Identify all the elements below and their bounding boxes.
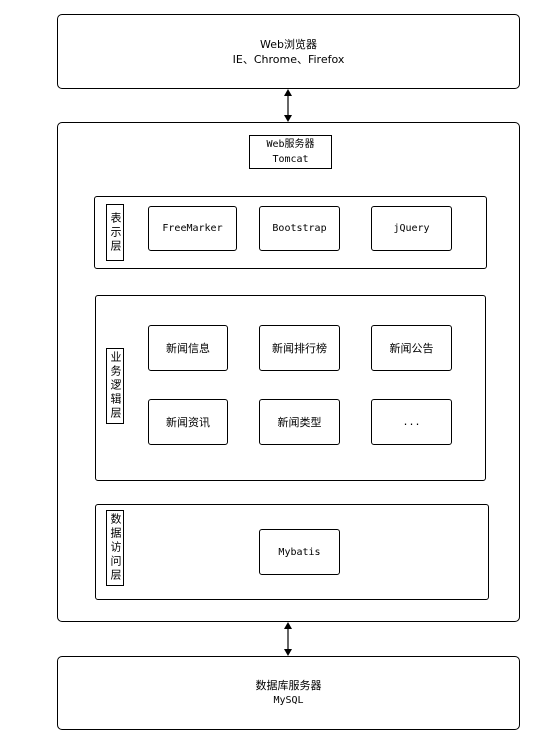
- jquery-box: jQuery: [371, 206, 452, 251]
- mybatis-box: Mybatis: [259, 529, 340, 575]
- more-box: ...: [371, 399, 452, 445]
- more-label: ...: [402, 416, 421, 428]
- browser-server-arrow: [284, 89, 292, 122]
- server-database-arrow: [284, 622, 292, 656]
- database-server-title: 数据库服务器: [255, 679, 322, 692]
- database-server-subtitle: MySQL: [273, 695, 304, 706]
- web-browser-title: Web浏览器: [260, 37, 317, 51]
- jquery-label: jQuery: [393, 223, 430, 234]
- web-server-title: Web服务器: [266, 139, 315, 150]
- web-browser-subtitle: IE、Chrome、Firefox: [232, 52, 345, 66]
- news-ranking-label: 新闻排行榜: [272, 341, 327, 355]
- bootstrap-label: Bootstrap: [272, 223, 327, 234]
- freemarker-box: FreeMarker: [148, 206, 237, 251]
- web-server-title-box: Web服务器 Tomcat: [249, 135, 332, 169]
- news-announcement-box: 新闻公告: [371, 325, 452, 371]
- news-info-label: 新闻信息: [166, 341, 210, 355]
- news-info-box: 新闻信息: [148, 325, 228, 371]
- presentation-layer-label: 表示层: [106, 204, 124, 261]
- data-access-layer-label: 数据访问层: [106, 510, 124, 586]
- mybatis-label: Mybatis: [278, 546, 321, 558]
- web-browser-box: Web浏览器 IE、Chrome、Firefox: [57, 14, 520, 89]
- news-type-box: 新闻类型: [259, 399, 340, 445]
- web-server-subtitle: Tomcat: [272, 154, 309, 165]
- news-digest-box: 新闻资讯: [148, 399, 228, 445]
- bootstrap-box: Bootstrap: [259, 206, 340, 251]
- news-type-label: 新闻类型: [277, 415, 322, 429]
- business-layer-panel: [95, 295, 486, 481]
- business-layer-label: 业务逻辑层: [106, 348, 124, 424]
- news-digest-label: 新闻资讯: [166, 415, 210, 429]
- news-announcement-label: 新闻公告: [389, 341, 434, 355]
- news-ranking-box: 新闻排行榜: [259, 325, 340, 371]
- freemarker-label: FreeMarker: [162, 223, 223, 234]
- database-server-box: 数据库服务器 MySQL: [57, 656, 520, 730]
